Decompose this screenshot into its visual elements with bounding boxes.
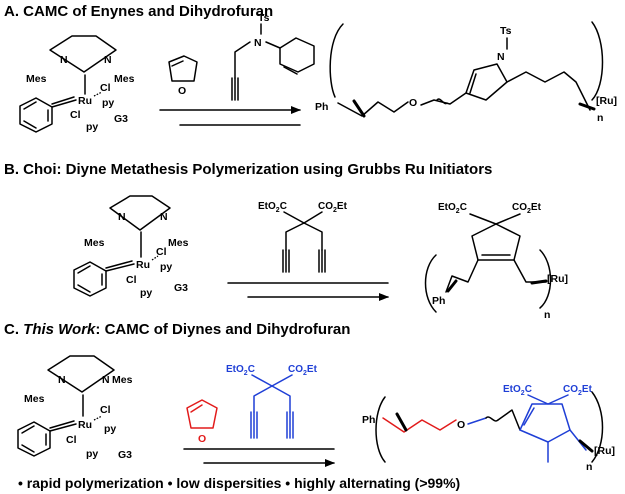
polymer-c: Ph O EtO2C CO2Et [Ru] n <box>362 384 615 473</box>
py-label: py <box>160 261 172 273</box>
ph-label: Ph <box>432 295 445 307</box>
co2et-label: CO2Et <box>563 384 593 397</box>
section-c-title: C. This Work: CAMC of Diynes and Dihydro… <box>4 321 350 338</box>
n-label: N <box>102 374 110 386</box>
mes-label: Mes <box>168 237 189 249</box>
oxygen-label: O <box>178 85 186 97</box>
mes-label: Mes <box>84 237 105 249</box>
polymer-a: Ph O N Ts [Ru] n <box>315 21 617 124</box>
n-label: n <box>586 461 592 473</box>
ts-label: Ts <box>500 25 512 37</box>
ru-label: Ru <box>78 419 92 431</box>
n-label: n <box>597 112 603 124</box>
mes-label: Mes <box>114 73 135 85</box>
co2et-label: CO2Et <box>288 364 318 377</box>
n-label: N <box>60 54 68 66</box>
oxygen-label: O <box>409 97 417 109</box>
ru-end-label: [Ru] <box>596 95 617 107</box>
eto2c-label: EtO2C <box>503 384 532 397</box>
eto2c-label: EtO2C <box>438 202 467 215</box>
cl-label: Cl <box>66 434 77 446</box>
features-line: • rapid polymerization • low dispersitie… <box>18 475 460 491</box>
n-label: N <box>160 211 168 223</box>
cl-label: Cl <box>70 109 81 121</box>
section-b-title: B. Choi: Diyne Metathesis Polymerization… <box>4 161 492 178</box>
oxygen-label: O <box>198 433 206 445</box>
arrows-b <box>227 282 389 301</box>
n-label: N <box>104 54 112 66</box>
n-label: N <box>497 51 505 63</box>
cl-label: Cl <box>156 246 167 258</box>
grubbs-catalyst-a: N N Mes Mes Ru Cl py Cl py G3 <box>19 35 135 133</box>
diyne-monomer-b: EtO2C CO2Et <box>258 201 348 273</box>
ts-label: Ts <box>258 12 270 24</box>
section-a-title: A. CAMC of Enynes and Dihydrofuran <box>4 3 273 20</box>
arrows-c <box>183 448 335 467</box>
mes-label: Mes <box>112 374 133 386</box>
catalyst-label: G3 <box>118 449 132 461</box>
ph-label: Ph <box>362 414 375 426</box>
co2et-label: CO2Et <box>318 201 348 214</box>
grubbs-catalyst-c: N N Mes Mes Ru Cl py Cl py G3 <box>17 355 133 461</box>
mes-label: Mes <box>26 73 47 85</box>
py-label: py <box>104 423 116 435</box>
ph-label: Ph <box>315 101 328 113</box>
catalyst-label: G3 <box>114 113 128 125</box>
n-label: N <box>58 374 66 386</box>
ru-end-label: [Ru] <box>547 273 568 285</box>
n-label: N <box>118 211 126 223</box>
diyne-monomer-c: EtO2C CO2Et <box>226 364 318 439</box>
ru-end-label: [Ru] <box>594 445 615 457</box>
eto2c-label: EtO2C <box>226 364 255 377</box>
cl-label: Cl <box>126 274 137 286</box>
n-label: n <box>544 309 550 321</box>
grubbs-catalyst-b: N N Mes Mes Ru Cl py Cl py G3 <box>73 195 189 299</box>
cl-label: Cl <box>100 404 111 416</box>
py-label: py <box>140 287 152 299</box>
enyne-monomer: Ts N <box>231 12 315 101</box>
co2et-label: CO2Et <box>512 202 542 215</box>
catalyst-label: G3 <box>174 282 188 294</box>
polymer-b: EtO2C CO2Et Ph [Ru] n <box>424 202 568 321</box>
mes-label: Mes <box>24 393 45 405</box>
cl-label: Cl <box>100 82 111 94</box>
oxygen-label: O <box>457 419 465 431</box>
ru-label: Ru <box>78 95 92 107</box>
arrows-a <box>159 106 301 126</box>
n-label: N <box>254 37 262 49</box>
eto2c-label: EtO2C <box>258 201 287 214</box>
py-label: py <box>102 97 114 109</box>
ru-label: Ru <box>136 259 150 271</box>
dihydrofuran-a: O <box>168 55 198 97</box>
dihydrofuran-c: O <box>186 399 218 445</box>
py-label: py <box>86 448 98 460</box>
py-label: py <box>86 121 98 133</box>
